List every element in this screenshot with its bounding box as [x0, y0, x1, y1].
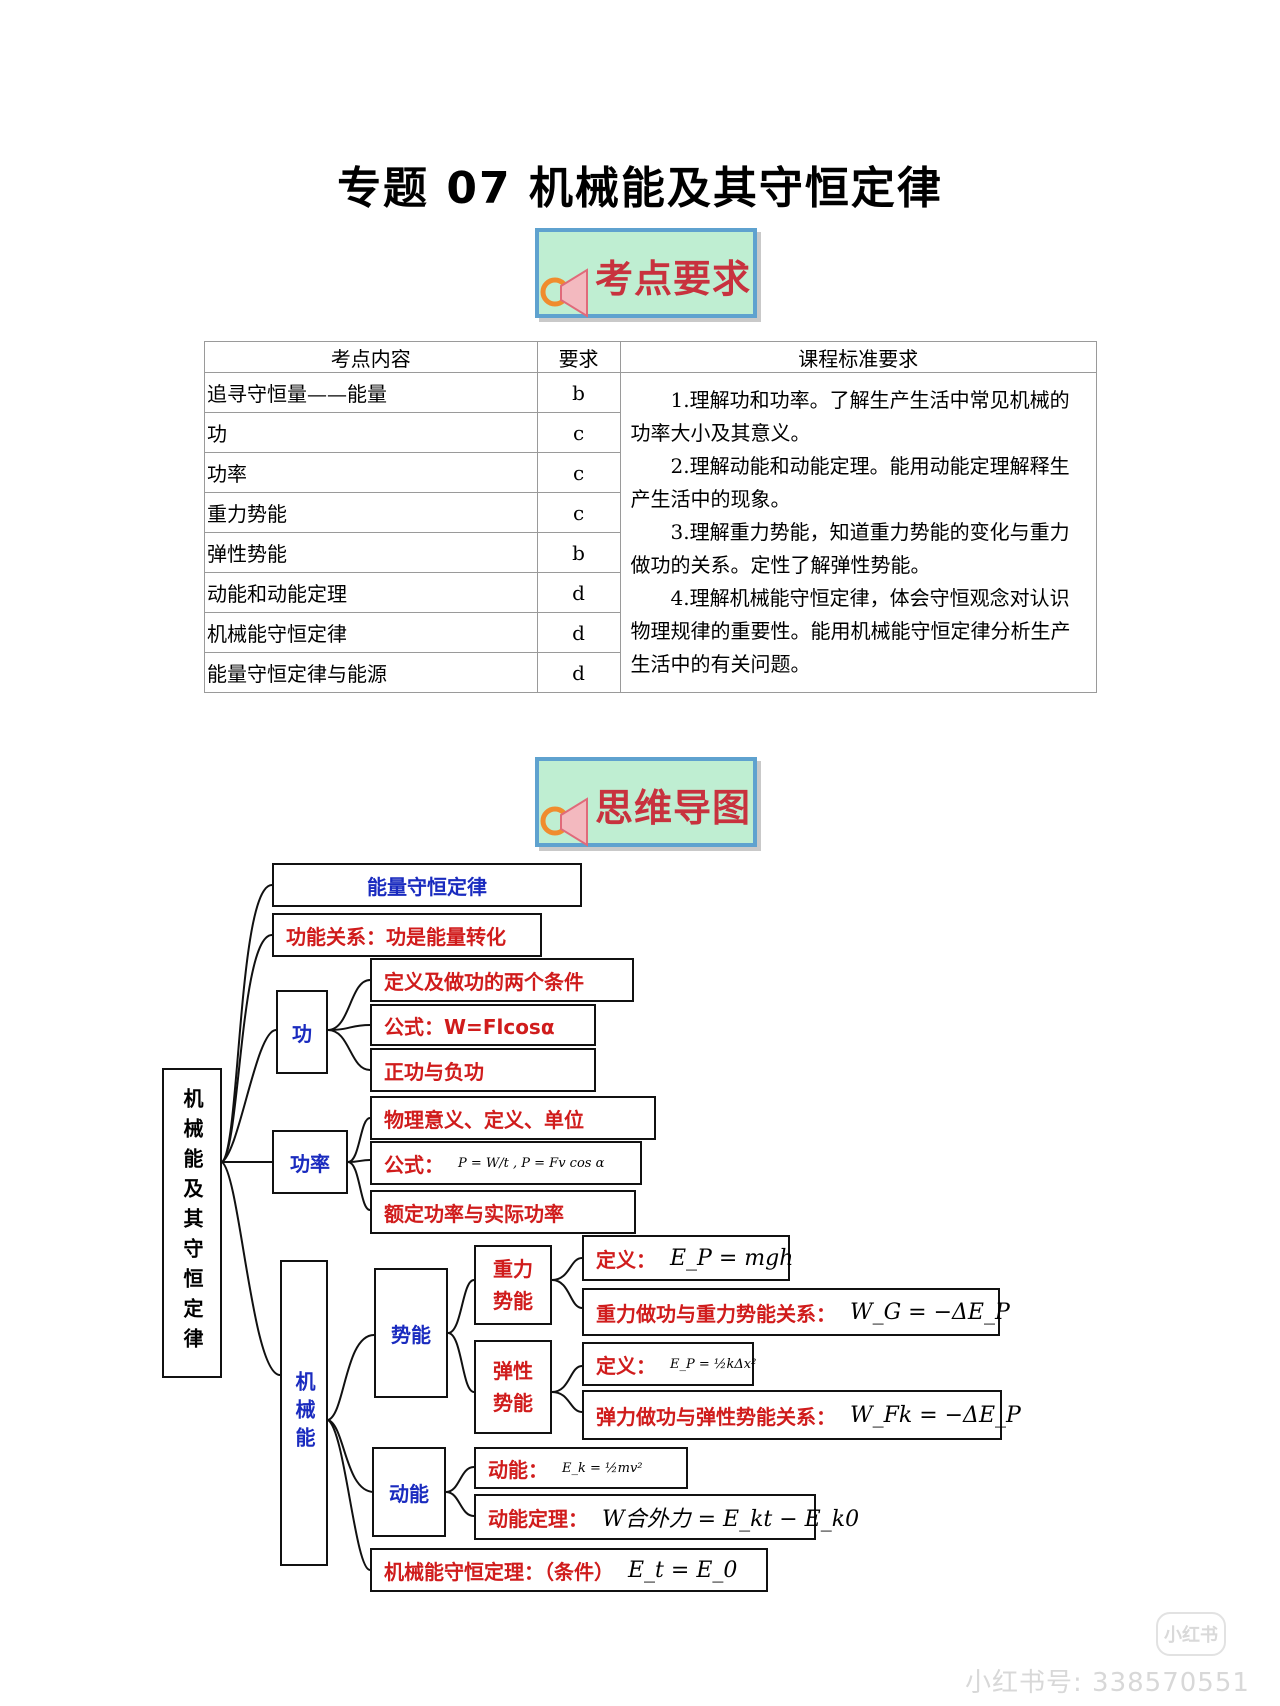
- topic-cell: 功: [204, 412, 538, 453]
- node-power: 功率: [272, 1130, 348, 1194]
- node-label: 机械能守恒定理：（条件）: [384, 1559, 614, 1584]
- node-power-formula: 公式： P = W/t , P = Fv cos α: [370, 1141, 642, 1185]
- node-label: 公式：W=Flcosα: [384, 1014, 555, 1039]
- elastic-formula: E_P = ½kΔx²: [670, 1356, 757, 1372]
- megaphone-icon: [540, 268, 588, 318]
- node-kinetic-theorem: 动能定理： W合外力 = E_kt − E_k0: [474, 1494, 859, 1540]
- section-badge-mindmap: 思维导图: [535, 757, 757, 847]
- node-work: 功: [276, 990, 328, 1074]
- node-conservation: 机械能守恒定理：（条件） E_t = E_0: [370, 1548, 768, 1592]
- node-label: 物理意义、定义、单位: [384, 1107, 584, 1132]
- node-kinetic-definition: 动能： E_k = ½mv²: [474, 1447, 688, 1489]
- requirements-table: 考点内容 要求 课程标准要求 追寻守恒量——能量 b 1.理解功和功率。了解生产…: [204, 341, 1098, 693]
- level-cell: d: [536, 612, 621, 653]
- header-topic: 考点内容: [204, 341, 538, 373]
- node-label: 功率: [290, 1151, 330, 1176]
- node-label: 定义及做功的两个条件: [384, 969, 584, 994]
- node-label: 动能: [389, 1481, 429, 1506]
- gravity-formula: E_P = mgh: [670, 1245, 794, 1271]
- table-row: 追寻守恒量——能量 b 1.理解功和功率。了解生产生活中常见机械的功率大小及其意…: [204, 372, 1098, 693]
- badge-label: 考点要求: [595, 257, 752, 301]
- standard-item: 2.理解动能和动能定理。能用动能定理解释生产生活中的现象。: [630, 454, 1070, 511]
- standard-item: 3.理解重力势能，知道重力势能的变化与重力做功的关系。定性了解弹性势能。: [630, 520, 1070, 577]
- node-label: 动能定理：: [488, 1506, 588, 1531]
- node-label: 功能关系：功是能量转化: [286, 924, 506, 949]
- node-kinetic-energy: 动能: [372, 1447, 446, 1537]
- level-cell: d: [536, 652, 621, 693]
- node-label: 功: [292, 1021, 312, 1046]
- table-row: 功 c: [204, 412, 1097, 453]
- megaphone-icon: [540, 797, 588, 847]
- node-power-rated: 额定功率与实际功率: [370, 1190, 636, 1234]
- table-row: 机械能守恒定律 d: [204, 612, 1097, 653]
- section-badge-requirements: 考点要求: [535, 228, 757, 318]
- node-work-energy: 功能关系：功是能量转化: [272, 913, 542, 957]
- conservation-formula: E_t = E_0: [628, 1557, 738, 1583]
- node-elastic-relation: 弹力做功与弹性势能关系： W_Fk = −ΔE_P: [582, 1390, 1021, 1440]
- standard-item: 4.理解机械能守恒定律，体会守恒观念对认识物理规律的重要性。能用机械能守恒定律分…: [630, 586, 1071, 676]
- node-label: 机械能: [292, 1371, 316, 1455]
- node-label: 势能: [391, 1322, 431, 1347]
- topic-cell: 追寻守恒量——能量: [204, 372, 538, 413]
- elastic-relation-formula: W_Fk = −ΔE_P: [850, 1402, 1021, 1428]
- table-row: 重力势能 c: [204, 492, 1097, 533]
- node-gravity-relation: 重力做功与重力势能关系： W_G = −ΔE_P: [582, 1288, 1010, 1336]
- node-label: 势能: [493, 1289, 533, 1313]
- level-cell: b: [536, 372, 621, 413]
- node-elastic-definition: 定义： E_P = ½kΔx²: [582, 1342, 757, 1386]
- node-label: 弹性: [493, 1359, 533, 1383]
- level-cell: c: [536, 492, 621, 533]
- kinetic-formula: E_k = ½mv²: [562, 1460, 643, 1476]
- node-label: 能量守恒定律: [367, 874, 487, 899]
- watermark-logo: 小红书: [1156, 1612, 1226, 1656]
- mindmap-root: 机械能及其守恒定律: [162, 1068, 222, 1378]
- gravity-relation-formula: W_G = −ΔE_P: [850, 1299, 1010, 1325]
- node-label: 定义：: [596, 1353, 656, 1378]
- node-gravity-definition: 定义： E_P = mgh: [582, 1235, 794, 1281]
- node-label: 额定功率与实际功率: [384, 1201, 564, 1226]
- badge-label: 思维导图: [595, 786, 752, 830]
- node-label: 动能：: [488, 1457, 548, 1482]
- root-label: 机械能及其守恒定律: [180, 1088, 204, 1358]
- node-label: 重力: [493, 1257, 533, 1281]
- node-gravity-potential: 重力 势能: [474, 1245, 552, 1325]
- node-work-sign: 正功与负功: [370, 1048, 596, 1092]
- level-cell: c: [536, 412, 621, 453]
- node-energy-law: 能量守恒定律: [272, 863, 582, 907]
- table-row: 能量守恒定律与能源 d: [204, 652, 1097, 693]
- node-elastic-potential: 弹性 势能: [474, 1340, 552, 1434]
- node-potential-energy: 势能: [374, 1268, 448, 1398]
- node-work-formula: 公式：W=Flcosα: [370, 1004, 596, 1046]
- power-formula: P = W/t , P = Fv cos α: [458, 1155, 605, 1171]
- level-cell: d: [536, 572, 621, 613]
- topic-cell: 机械能守恒定律: [204, 612, 538, 653]
- kinetic-theorem-formula: W合外力 = E_kt − E_k0: [602, 1507, 860, 1532]
- node-power-meaning: 物理意义、定义、单位: [370, 1096, 656, 1140]
- node-label: 势能: [493, 1391, 533, 1415]
- node-label: 弹力做功与弹性势能关系：: [596, 1404, 836, 1429]
- node-label: 正功与负功: [384, 1059, 484, 1084]
- page-title: 专题 07 机械能及其守恒定律: [337, 163, 943, 214]
- node-work-definition: 定义及做功的两个条件: [370, 958, 634, 1002]
- watermark-text: 小红书号: 338570551: [965, 1668, 1250, 1698]
- standard-item: 1.理解功和功率。了解生产生活中常见机械的功率大小及其意义。: [630, 388, 1070, 445]
- standards-cell: 1.理解功和功率。了解生产生活中常见机械的功率大小及其意义。 2.理解动能和动能…: [619, 372, 1098, 693]
- node-label: 公式：: [384, 1152, 444, 1177]
- table-header-row: 考点内容 要求 课程标准要求: [204, 341, 1098, 373]
- topic-cell: 能量守恒定律与能源: [204, 652, 538, 693]
- topic-cell: 重力势能: [204, 492, 538, 533]
- node-label: 定义：: [596, 1247, 656, 1272]
- node-label: 重力做功与重力势能关系：: [596, 1301, 836, 1326]
- header-standard: 课程标准要求: [619, 341, 1098, 373]
- node-mechanical-energy: 机械能: [280, 1260, 328, 1566]
